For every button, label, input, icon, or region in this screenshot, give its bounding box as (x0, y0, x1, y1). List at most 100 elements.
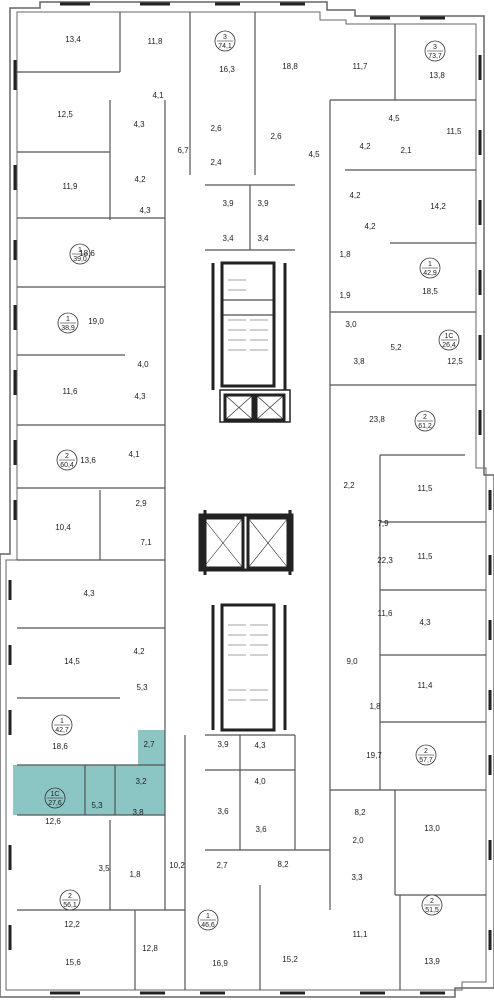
apartment-room-count: 1С (445, 333, 454, 340)
apartment-badge-apt-2-61-2[interactable]: 261,2 (414, 410, 436, 432)
room-area-label: 5,2 (390, 343, 402, 352)
room-area-label: 1,9 (339, 291, 351, 300)
room-area-label: 16,3 (219, 65, 235, 74)
room-area-label: 4,5 (388, 114, 400, 123)
room-area-label: 4,3 (254, 741, 266, 750)
apartment-badge-apt-3-ne[interactable]: 373,7 (424, 40, 446, 62)
apartment-room-count: 2 (424, 748, 428, 755)
building-core (198, 261, 294, 732)
apartment-badge-apt-1c-27-6[interactable]: 1С 27,6 (44, 787, 66, 809)
room-area-label: 3,0 (345, 320, 357, 329)
room-area-label: 11,5 (418, 552, 434, 561)
apartment-badge-apt-1-42-7[interactable]: 142,7 (51, 714, 73, 736)
room-area-label: 12,8 (142, 944, 158, 953)
apartment-badge-apt-2-51-5[interactable]: 251,5 (421, 894, 443, 916)
room-area-label: 2,6 (210, 124, 222, 133)
lift-cabins (202, 394, 289, 569)
apartment-room-count: 1С (51, 791, 60, 798)
room-area-label: 15,2 (282, 955, 298, 964)
apartment-room-count: 1 (428, 261, 432, 268)
room-area-label: 4,3 (139, 206, 151, 215)
room-area-label: 11,4 (418, 681, 434, 690)
room-area-label: 19,7 (366, 751, 382, 760)
apartment-badge-apt-2-57-7[interactable]: 257,7 (415, 744, 437, 766)
room-area-label: 12,2 (64, 920, 80, 929)
apartment-room-count: 3 (223, 34, 227, 41)
room-area-label: 2,1 (400, 146, 412, 155)
apartment-total-area: 73,7 (428, 53, 442, 60)
room-area-label: 22,3 (377, 556, 393, 565)
room-area-label: 11,7 (353, 62, 369, 71)
room-area-label: 3,5 (98, 864, 110, 873)
room-area-label: 4,3 (83, 589, 95, 598)
room-area-label: 14,2 (430, 202, 446, 211)
room-area-label: 11,9 (63, 182, 79, 191)
room-area-label: 13,9 (424, 957, 440, 966)
room-area-label: 2,9 (135, 499, 147, 508)
apartment-total-area: 56,1 (63, 902, 77, 909)
room-area-label: 8,2 (354, 808, 366, 817)
apartment-badge-apt-1-42-9[interactable]: 142,9 (419, 257, 441, 279)
apartment-total-area: 39,0 (73, 256, 87, 263)
apartment-badge-apt-1-38-9[interactable]: 138,9 (57, 312, 79, 334)
room-area-label: 11,6 (378, 609, 394, 618)
apartment-total-area: 61,2 (418, 423, 432, 430)
room-area-label: 18,6 (79, 249, 95, 258)
room-area-label: 18,6 (52, 742, 68, 751)
room-area-label: 3,9 (257, 199, 269, 208)
apartment-total-area: 57,7 (419, 757, 433, 764)
room-area-label: 12,6 (45, 817, 61, 826)
room-area-label: 13,0 (424, 824, 440, 833)
room-area-label: 13,6 (80, 456, 96, 465)
apartment-room-count: 1 (78, 247, 82, 254)
apartment-total-area: 74,1 (218, 43, 232, 50)
room-area-label: 2,0 (352, 836, 364, 845)
apartment-badge-apt-3-nw[interactable]: 374,1 (214, 30, 236, 52)
room-area-label: 23,8 (369, 415, 385, 424)
room-area-label: 16,9 (212, 959, 228, 968)
room-area-label: 4,0 (254, 777, 266, 786)
room-area-label: 19,0 (88, 317, 104, 326)
room-area-label: 2,4 (210, 158, 222, 167)
room-area-label: 13,4 (65, 35, 81, 44)
apartment-badge-apt-1-39-0[interactable]: 139,0 (69, 243, 91, 265)
apartment-badge-apt-2-56-1[interactable]: 256,1 (59, 889, 81, 911)
apartment-badge-apt-1c-26-4[interactable]: 1С 26,4 (438, 329, 460, 351)
room-area-label: 2,7 (143, 740, 155, 749)
room-area-label: 10,2 (169, 861, 185, 870)
room-area-label: 4,2 (134, 175, 146, 184)
stairs (228, 279, 268, 701)
highlighted-apartment-1c-27-6[interactable] (13, 730, 165, 815)
room-area-label: 4,1 (128, 450, 140, 459)
apartment-total-area: 27,6 (48, 800, 62, 807)
apartment-total-area: 51,5 (425, 907, 439, 914)
room-area-label: 15,6 (65, 958, 81, 967)
room-area-label: 14,5 (64, 657, 80, 666)
apartment-total-area: 38,9 (61, 325, 75, 332)
room-area-label: 11,5 (418, 484, 434, 493)
apartment-total-area: 26,4 (442, 342, 456, 349)
room-area-label: 9,0 (346, 657, 358, 666)
room-area-label: 3,6 (217, 807, 229, 816)
room-area-label: 4,5 (308, 150, 320, 159)
room-area-label: 11,1 (353, 930, 369, 939)
room-area-label: 11,5 (447, 127, 463, 136)
room-area-label: 4,2 (349, 191, 361, 200)
room-area-label: 2,2 (343, 481, 355, 490)
apartment-room-count: 2 (423, 414, 427, 421)
apartment-room-count: 2 (68, 893, 72, 900)
apartment-badge-apt-2-60-4[interactable]: 260,4 (56, 449, 78, 471)
apartment-room-count: 1 (60, 718, 64, 725)
room-area-label: 4,3 (133, 120, 145, 129)
room-area-label: 12,5 (447, 357, 463, 366)
room-area-label: 1,8 (369, 702, 381, 711)
room-area-label: 18,8 (282, 62, 298, 71)
room-area-label: 3,9 (217, 740, 229, 749)
apartment-badge-apt-1-46-6[interactable]: 146,6 (197, 909, 219, 931)
apartment-room-count: 2 (430, 898, 434, 905)
apartment-room-count: 2 (65, 453, 69, 460)
room-area-label: 13,8 (429, 71, 445, 80)
room-area-label: 1,8 (129, 870, 141, 879)
